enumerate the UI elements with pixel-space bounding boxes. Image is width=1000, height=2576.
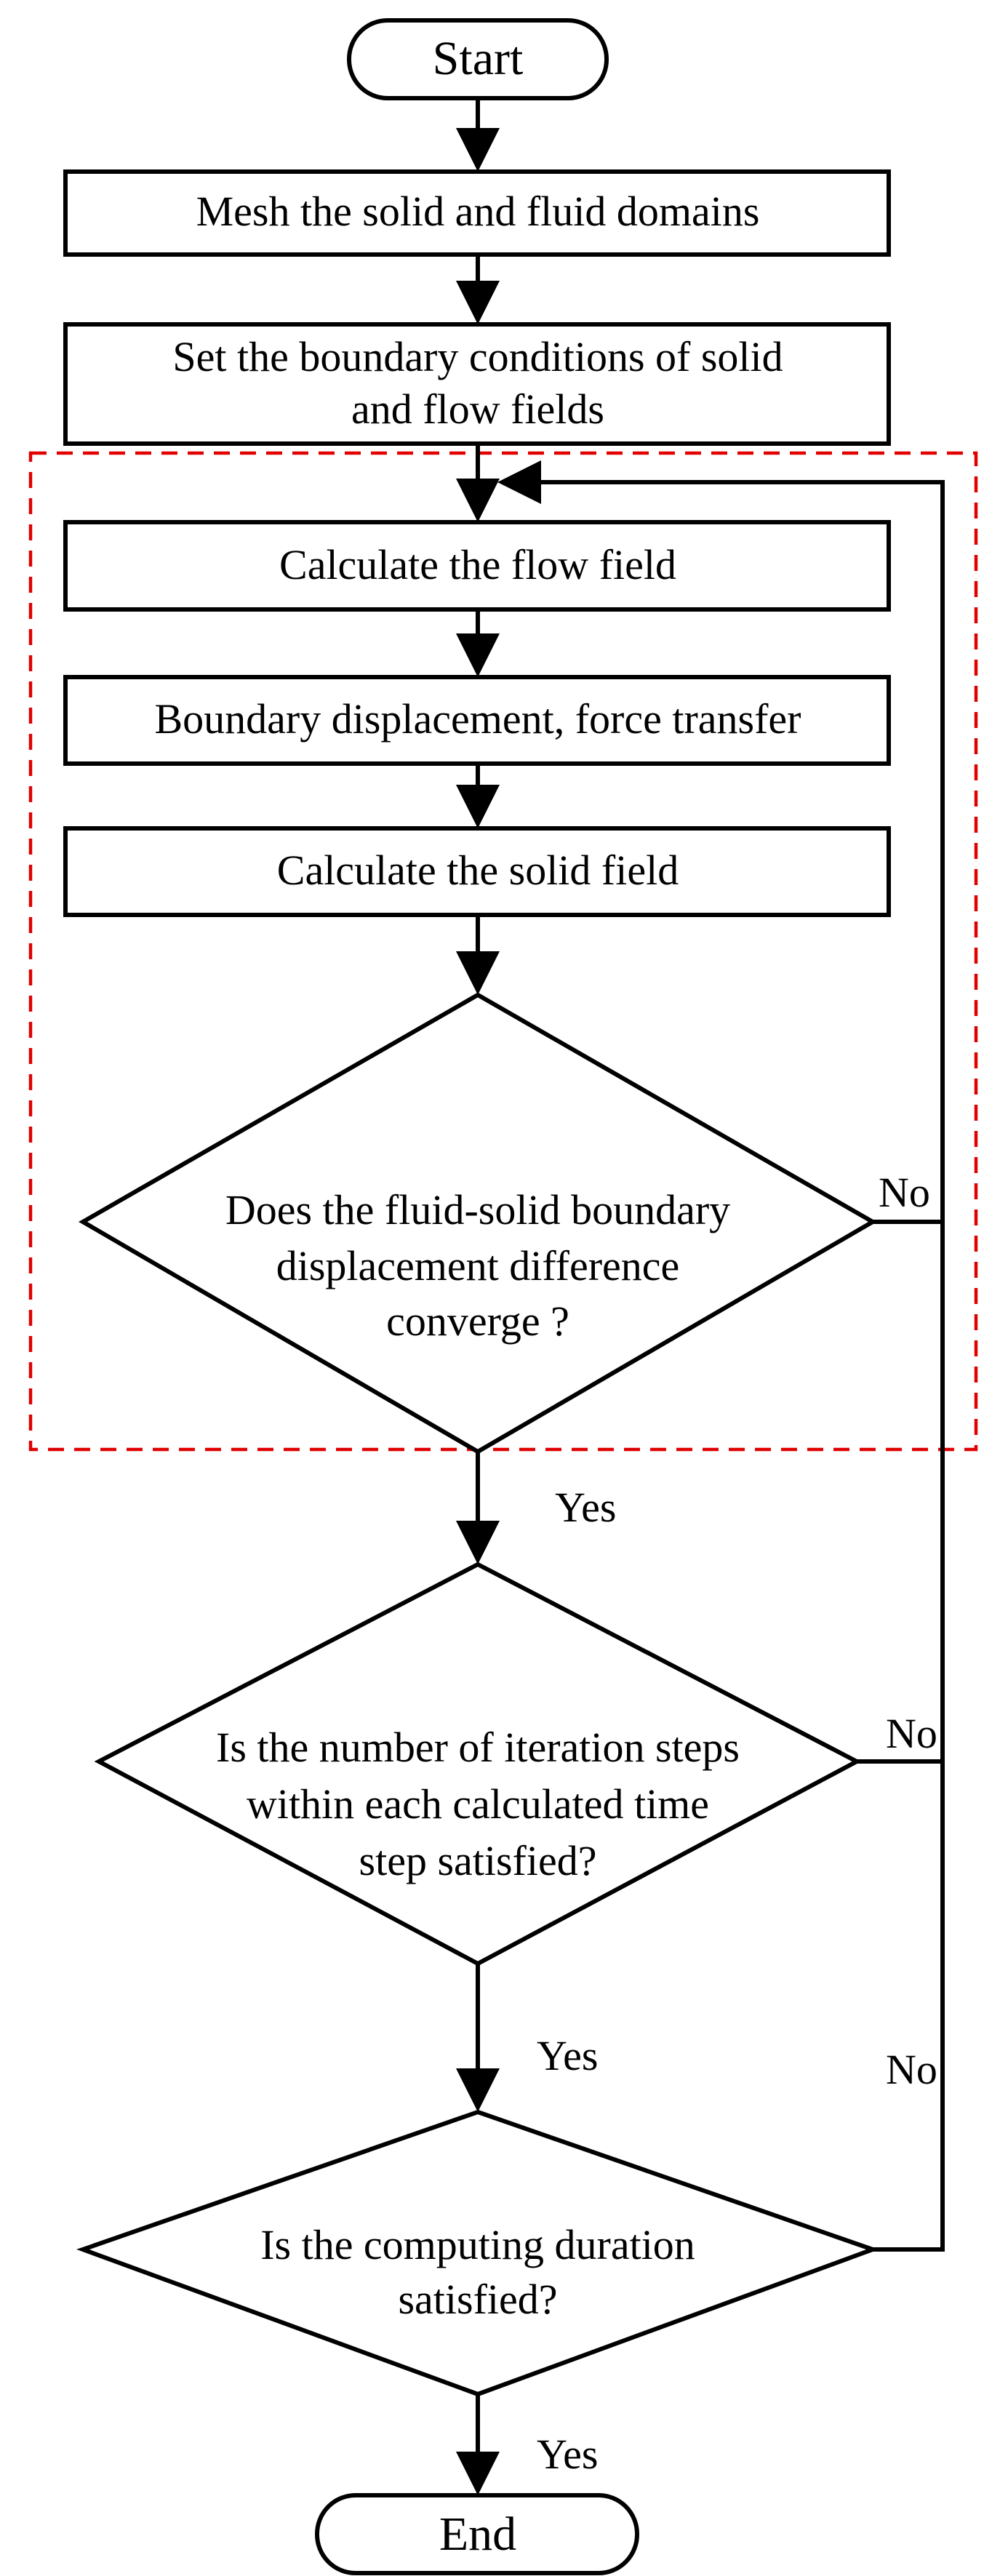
convergence-label-line2: displacement difference [276,1242,679,1289]
transfer-process [63,675,891,766]
converge-yes-label: Yes [555,1484,616,1531]
solid-field-process [63,826,891,917]
coupling-loop-region [28,451,978,1452]
duration-label-line2: satisfied? [398,2276,557,2323]
boundary-label-line1: Set the boundary conditions of solid [172,333,783,380]
end-terminal [315,2493,639,2575]
steps-label-line2: within each calculated time [247,1780,709,1828]
duration-yes-label: Yes [537,2431,598,2478]
start-terminal [347,18,609,100]
flow-field-label: Calculate the flow field [279,541,676,588]
mesh-process [63,169,891,257]
convergence-label-line1: Does the fluid-solid boundary [225,1186,730,1233]
steps-no-label: No [886,1710,937,1757]
steps-label-line3: step satisfied? [359,1837,597,1884]
steps-yes-label: Yes [537,2032,598,2079]
end-label: End [439,2508,516,2561]
transfer-label: Boundary displacement, force transfer [155,695,801,743]
steps-label-line1: Is the number of iteration steps [216,1724,740,1771]
mesh-label: Mesh the solid and fluid domains [196,188,760,235]
iteration-steps-decision [94,1561,862,1967]
converge-no-label: No [879,1169,930,1216]
convergence-label-line3: converge ? [386,1297,569,1345]
convergence-decision [79,992,877,1455]
edge-feedback-loop [497,460,945,2252]
start-label: Start [433,32,524,85]
solid-field-label: Calculate the solid field [277,847,679,894]
boundary-conditions-process [63,322,891,446]
flow-field-process [63,520,891,612]
duration-label-line1: Is the computing duration [260,2221,695,2268]
duration-decision [76,2109,879,2397]
duration-no-label: No [886,2046,937,2093]
boundary-label-line2: and flow fields [351,385,604,433]
